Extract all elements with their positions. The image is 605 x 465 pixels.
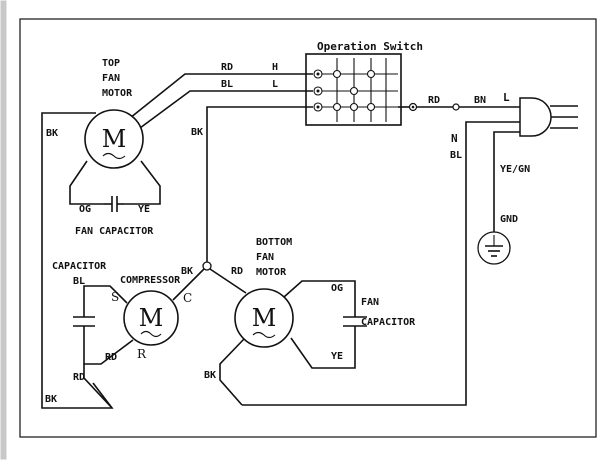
wire-label-gnd: GND <box>500 214 518 225</box>
bottom-fan-capacitor-label-2: CAPACITOR <box>361 317 416 328</box>
top-fan-capacitor-label: FAN CAPACITOR <box>75 226 154 237</box>
top-motor-icon <box>84 109 144 169</box>
supply-line: RD BN L <box>398 91 520 112</box>
wire-label-bk-bottom-left: BK <box>45 394 57 405</box>
top-motor-title-2: FAN <box>102 73 120 84</box>
ground-icon <box>477 231 511 265</box>
wire-label-bl-top: BL <box>221 79 233 90</box>
wire-label-bk-left: BK <box>46 128 58 139</box>
wire-label-l: L <box>272 79 278 90</box>
wire-label-neutral-bl: BL <box>450 150 462 161</box>
compressor-terminal-r: R <box>137 347 147 361</box>
junction: BK RD <box>172 261 247 301</box>
bottom-motor-title-2: FAN <box>256 252 274 263</box>
switch-box <box>305 53 402 126</box>
top-motor-title-3: MOTOR <box>102 88 133 99</box>
compressor-title: COMPRESSOR <box>120 275 181 286</box>
wire-label-ye-gn: YE/GN <box>500 164 530 175</box>
left-bk-wire: BK BK BK <box>41 112 203 409</box>
junction-node <box>202 261 212 271</box>
wire-label-bk-mid: BK <box>191 127 203 138</box>
wire-label-line-l: L <box>503 91 510 104</box>
bottom-motor-icon <box>234 288 294 348</box>
left-edge-strip <box>0 0 7 460</box>
bottom-motor-title-3: MOTOR <box>256 267 287 278</box>
wire-label-rd-junction: RD <box>231 266 243 277</box>
top-fan-motor: M TOP FAN MOTOR OG YE FAN CAPACITOR <box>69 58 161 237</box>
switch-title: Operation Switch <box>317 40 423 53</box>
wire-label-bn: BN <box>474 95 486 106</box>
top-motor-lead-og: OG <box>79 204 91 215</box>
bottom-motor-lead-og: OG <box>331 283 343 294</box>
bottom-motor-symbol: M <box>252 304 277 332</box>
compressor-terminal-s: S <box>111 290 119 304</box>
bottom-fan-motor: M BOTTOM FAN MOTOR OG YE FAN CAPACITOR B… <box>204 237 416 406</box>
wire-label-h: H <box>272 62 278 73</box>
bottom-motor-title-1: BOTTOM <box>256 237 292 248</box>
compressor-terminal-c: C <box>183 291 192 305</box>
bottom-fan-capacitor-label-1: FAN <box>361 297 379 308</box>
top-motor-lead-ye: YE <box>138 204 150 215</box>
power-plug-icon <box>519 97 578 137</box>
compressor-symbol: M <box>139 304 164 332</box>
top-motor-symbol: M <box>102 125 127 153</box>
wire-label-rd-lower: RD <box>73 372 85 383</box>
operation-switch: Operation Switch <box>305 40 423 126</box>
wire-label-rd-top: RD <box>221 62 233 73</box>
compressor-capacitor-lead: BL <box>73 276 85 287</box>
bottom-motor-lead-ye: YE <box>331 351 343 362</box>
wires-switch-to-top-motor: RD H BL L <box>129 62 313 262</box>
top-motor-title-1: TOP <box>102 58 120 69</box>
ground: YE/GN GND <box>477 131 530 265</box>
neutral-line: N BL <box>242 121 520 406</box>
wire-label-neutral-n: N <box>451 132 458 145</box>
wire-label-bk-bottom: BK <box>204 370 216 381</box>
compressor-capacitor-title: CAPACITOR <box>52 261 107 272</box>
wire-label-bk-junction: BK <box>181 266 193 277</box>
compressor: M COMPRESSOR S C R CAPACITOR BL RD RD <box>52 261 192 409</box>
wire-label-rd-supply: RD <box>428 95 440 106</box>
compressor-icon <box>123 290 179 346</box>
wire-label-rd-comp: RD <box>105 352 117 363</box>
diagram-frame <box>19 18 597 438</box>
